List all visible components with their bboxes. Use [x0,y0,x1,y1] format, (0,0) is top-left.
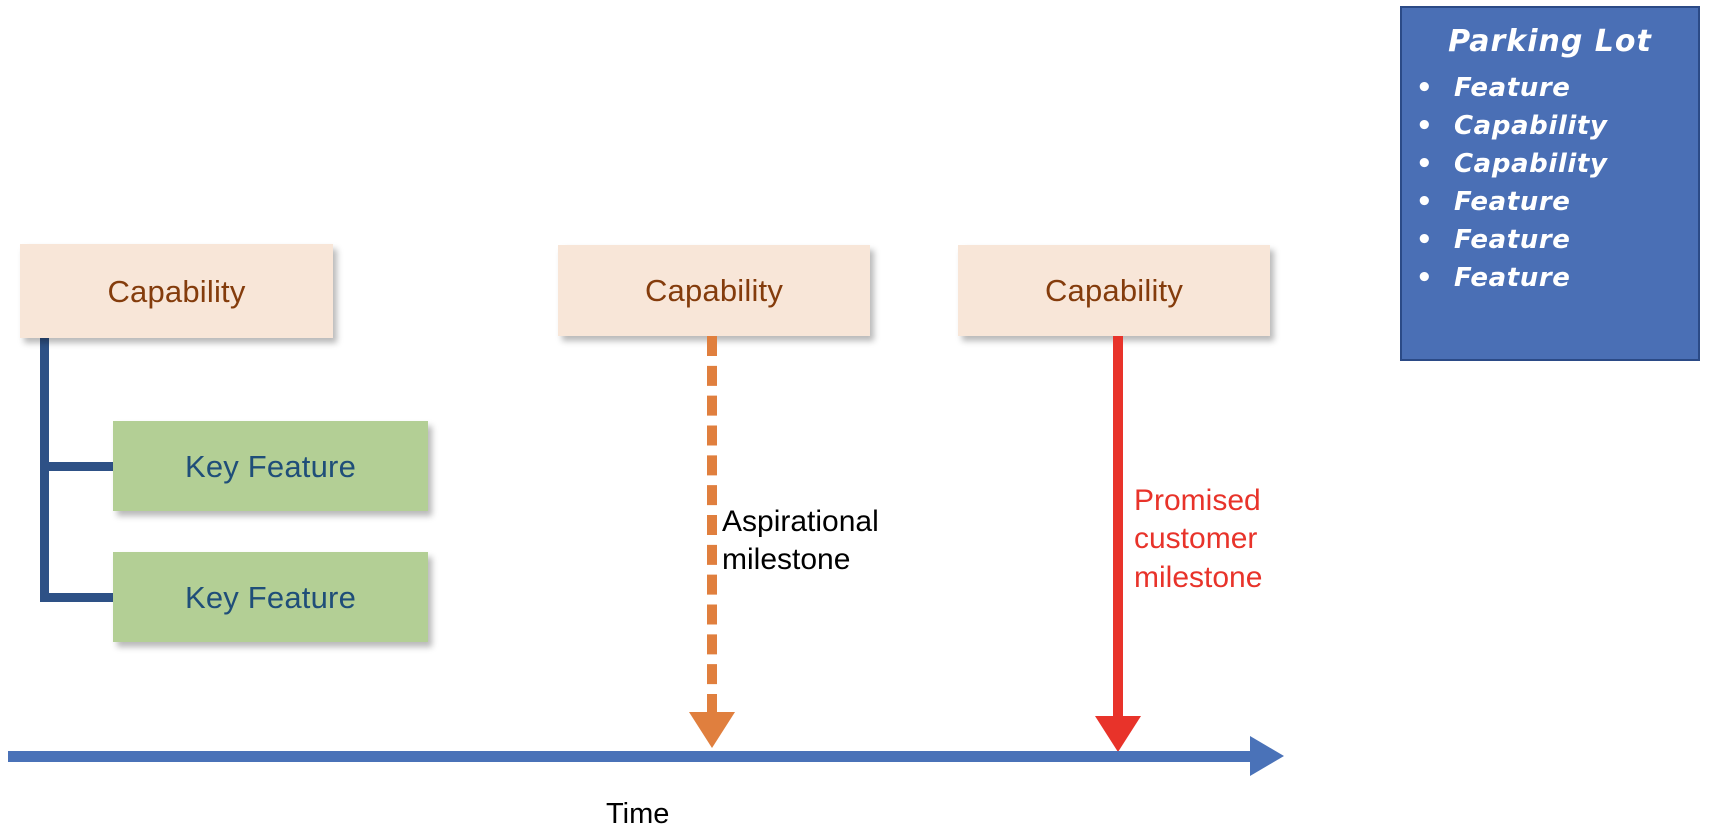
capability-box-3[interactable]: Capability [958,245,1270,336]
list-item-label: Feature [1454,263,1571,293]
bullet-icon: • [1416,149,1434,179]
list-item[interactable]: • Feature [1416,187,1698,217]
list-item[interactable]: • Feature [1416,73,1698,103]
list-item-label: Capability [1454,111,1608,141]
parking-lot-list: • Feature • Capability • Capability • Fe… [1402,73,1698,293]
bullet-icon: • [1416,263,1434,293]
bullet-icon: • [1416,111,1434,141]
tree-connector-branch-1 [40,462,115,471]
capability-label: Capability [644,273,784,308]
key-feature-box-2[interactable]: Key Feature [113,552,428,642]
capability-label: Capability [107,273,246,309]
list-item[interactable]: • Feature [1416,263,1698,293]
timeline-axis-label: Time [606,798,670,830]
bullet-icon: • [1416,225,1434,255]
list-item-label: Feature [1454,225,1571,255]
capability-box-1[interactable]: Capability [20,244,333,338]
key-feature-label: Key Feature [184,448,357,484]
bullet-icon: • [1416,187,1434,217]
bullet-icon: • [1416,73,1434,103]
tree-connector-branch-2 [40,593,115,602]
aspirational-milestone-line [707,336,717,714]
parking-lot-title: Parking Lot [1448,24,1652,59]
promised-milestone-arrow-icon [1095,716,1141,752]
list-item-label: Capability [1454,149,1608,179]
aspirational-milestone-arrow-icon [689,712,735,748]
list-item[interactable]: • Feature [1416,225,1698,255]
list-item-label: Feature [1454,187,1571,217]
promised-milestone-line [1113,336,1123,718]
list-item-label: Feature [1454,73,1571,103]
list-item[interactable]: • Capability [1416,149,1698,179]
key-feature-box-1[interactable]: Key Feature [113,421,428,511]
parking-lot-panel: Parking Lot • Feature • Capability • Cap… [1400,6,1700,361]
list-item[interactable]: • Capability [1416,111,1698,141]
capability-label: Capability [1044,273,1184,308]
capability-box-2[interactable]: Capability [558,245,870,336]
key-feature-label: Key Feature [184,579,357,615]
promised-milestone-label: Promised customer milestone [1134,484,1263,594]
right-arrow-icon [1250,736,1284,776]
aspirational-milestone-label: Aspirational milestone [722,505,879,577]
timeline-axis [8,751,1253,762]
